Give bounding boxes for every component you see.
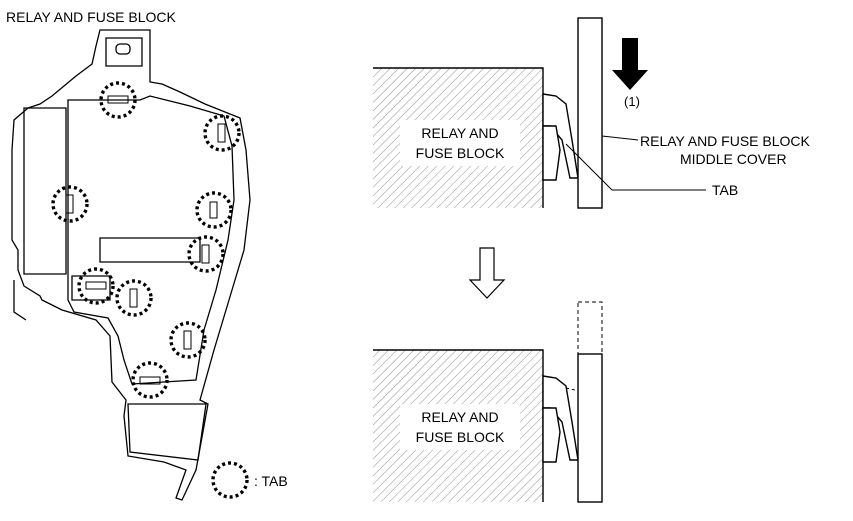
- tab-marker: [195, 191, 233, 229]
- transition-arrow-icon: [468, 247, 506, 299]
- bottom-cross-section: RELAY AND FUSE BLOCK: [373, 301, 603, 503]
- middle-cover-strip: [577, 17, 603, 209]
- tab-marker: [99, 81, 137, 119]
- top-block-label-line2: FUSE BLOCK: [416, 145, 505, 161]
- bottom-block-label-line1: RELAY AND: [421, 409, 498, 425]
- legend-tab-label: : TAB: [254, 473, 288, 489]
- tab-marker: [131, 361, 169, 399]
- tab-marker: [203, 114, 241, 152]
- cover-label-line2: MIDDLE COVER: [680, 151, 787, 167]
- relay-fuse-block-drawing: [11, 29, 251, 501]
- left-diagram-title: RELAY AND FUSE BLOCK: [6, 9, 177, 25]
- push-down-arrow-icon: [612, 38, 648, 90]
- tab-marker: [51, 185, 89, 223]
- top-block-label-line1: RELAY AND: [421, 125, 498, 141]
- tab-callout-label: TAB: [712, 182, 738, 198]
- bottom-block-label-line2: FUSE BLOCK: [416, 429, 505, 445]
- tab-glyphs: [65, 95, 226, 385]
- tab-marker: [77, 267, 115, 305]
- legend-tab-icon: [211, 461, 249, 499]
- tab-marker: [187, 235, 225, 273]
- cover-label-line1: RELAY AND FUSE BLOCK: [640, 133, 811, 149]
- tab-marker: [169, 321, 207, 359]
- tab-markers: [51, 81, 241, 399]
- step-label: (1): [624, 94, 640, 109]
- middle-cover-strip: [577, 353, 603, 503]
- tab-marker: [115, 279, 153, 317]
- top-cross-section: RELAY AND FUSE BLOCK: [373, 17, 603, 209]
- cover-previous-position: [577, 301, 603, 355]
